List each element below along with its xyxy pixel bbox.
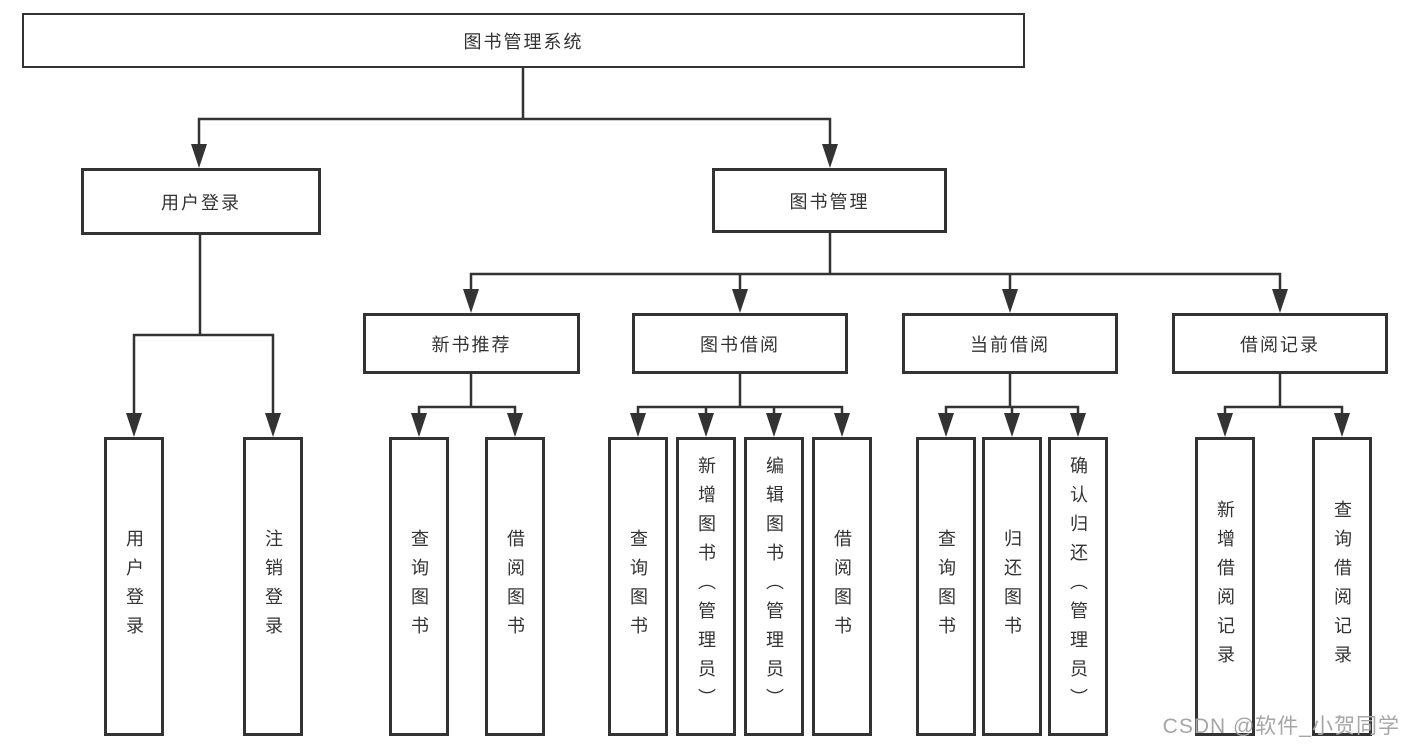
leaf-add-books-admin: 新增图书（管理员） [676, 437, 736, 736]
leaf-borrow-books-recommend-label: 借阅图书 [505, 528, 525, 645]
node-current-borrowing-label: 当前借阅 [970, 334, 1050, 355]
leaf-add-borrow-record: 新增借阅记录 [1195, 437, 1255, 736]
leaf-confirm-return-admin: 确认归还（管理员） [1048, 437, 1108, 736]
leaf-query-books-recommend: 查询图书 [389, 437, 449, 736]
leaf-add-borrow-record-label: 新增借阅记录 [1215, 499, 1235, 674]
leaf-query-borrow-record: 查询借阅记录 [1312, 437, 1372, 736]
leaf-query-books-borrowing-label: 查询图书 [628, 528, 648, 645]
node-book-borrowing: 图书借阅 [632, 313, 848, 374]
arrow-icon [191, 144, 207, 168]
node-book-borrowing-label: 图书借阅 [700, 334, 780, 355]
node-book-management-label: 图书管理 [789, 191, 870, 212]
leaf-return-books: 归还图书 [982, 437, 1042, 736]
arrow-icon [732, 289, 748, 313]
leaf-add-books-admin-label: 新增图书（管理员） [696, 456, 716, 717]
leaf-query-borrow-record-label: 查询借阅记录 [1332, 499, 1352, 674]
node-library-management-system-label: 图书管理系统 [463, 31, 584, 52]
arrow-icon [938, 413, 954, 437]
arrow-icon [1070, 413, 1086, 437]
connector-group [126, 68, 1350, 437]
arrow-icon [630, 413, 646, 437]
node-book-management: 图书管理 [712, 168, 947, 233]
leaf-logout: 注销登录 [243, 437, 303, 736]
arrow-icon [766, 413, 782, 437]
arrow-icon [1002, 289, 1018, 313]
arrow-icon [1217, 413, 1233, 437]
arrow-icon [411, 413, 427, 437]
leaf-user-login-label: 用户登录 [124, 528, 144, 645]
arrow-icon [126, 413, 142, 437]
arrow-icon [822, 144, 838, 168]
arrow-icon [507, 413, 523, 437]
leaf-borrow-books-label: 借阅图书 [832, 528, 852, 645]
node-library-management-system: 图书管理系统 [22, 13, 1025, 68]
arrow-icon [698, 413, 714, 437]
arrow-icon [1334, 413, 1350, 437]
leaf-borrow-books: 借阅图书 [812, 437, 872, 736]
leaf-edit-books-admin: 编辑图书（管理员） [744, 437, 804, 736]
arrow-icon [463, 289, 479, 313]
arrow-icon [834, 413, 850, 437]
leaf-return-books-label: 归还图书 [1002, 528, 1022, 645]
leaf-logout-label: 注销登录 [263, 528, 283, 645]
node-borrowing-records-label: 借阅记录 [1240, 334, 1320, 355]
node-borrowing-records: 借阅记录 [1172, 313, 1388, 374]
csdn-watermark: CSDN @软件_小贺同学 [1162, 715, 1400, 738]
leaf-user-login: 用户登录 [104, 437, 164, 736]
leaf-borrow-books-recommend: 借阅图书 [485, 437, 545, 736]
node-user-login-label: 用户登录 [161, 192, 241, 213]
leaf-confirm-return-admin-label: 确认归还（管理员） [1068, 456, 1088, 717]
node-user-login: 用户登录 [81, 168, 321, 235]
leaf-query-books-recommend-label: 查询图书 [409, 528, 429, 645]
arrow-icon [1272, 289, 1288, 313]
leaf-edit-books-admin-label: 编辑图书（管理员） [764, 456, 784, 717]
leaf-query-books-current: 查询图书 [916, 437, 976, 736]
node-new-book-recommendation: 新书推荐 [363, 313, 580, 374]
arrow-icon [1004, 413, 1020, 437]
leaf-query-books-current-label: 查询图书 [936, 528, 956, 645]
leaf-query-books-borrowing: 查询图书 [608, 437, 668, 736]
node-current-borrowing: 当前借阅 [902, 313, 1118, 374]
arrow-icon [265, 413, 281, 437]
node-new-book-recommendation-label: 新书推荐 [431, 334, 512, 355]
